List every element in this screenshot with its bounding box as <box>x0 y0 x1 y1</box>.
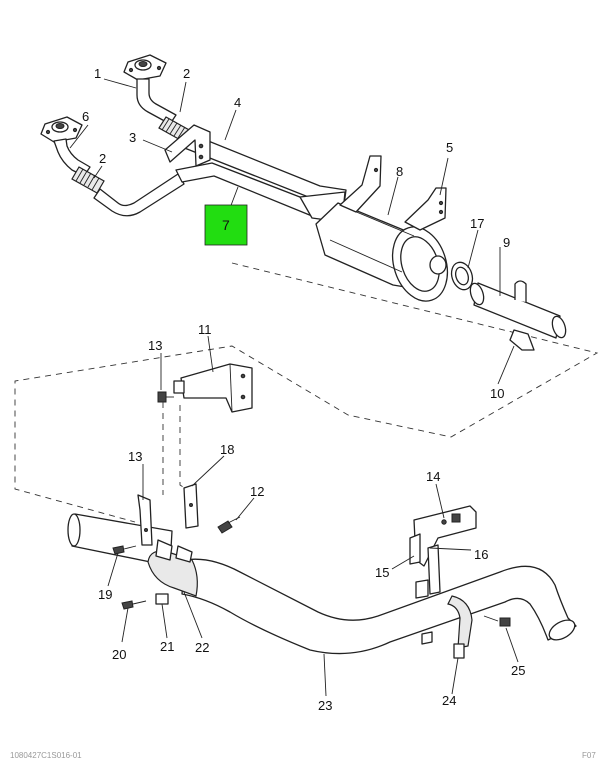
callout-12: 12 <box>250 484 264 499</box>
callout-19: 19 <box>98 587 112 602</box>
bracket-11 <box>157 363 253 413</box>
tail-pipe-9 <box>469 280 567 339</box>
muffler-brackets <box>339 155 447 231</box>
drawing-page-code: F07 <box>582 751 596 760</box>
clamp-24 <box>415 579 473 659</box>
clamp-22 <box>147 539 198 597</box>
bolt-20 <box>121 600 147 610</box>
callout-1: 1 <box>94 66 101 81</box>
callout-20: 20 <box>112 647 126 662</box>
callout-13-lower: 13 <box>128 449 142 464</box>
callout-8: 8 <box>396 164 403 179</box>
muffler-canister <box>315 202 449 302</box>
callout-25: 25 <box>511 663 525 678</box>
callout-11: 11 <box>198 322 212 337</box>
bracket-14-15-16 <box>409 505 477 595</box>
exhaust-pipe-23 <box>181 558 577 655</box>
callout-24: 24 <box>442 693 456 708</box>
hanger-10 <box>509 329 535 351</box>
callout-22: 22 <box>195 640 209 655</box>
clamp-ring-17 <box>450 261 474 291</box>
callout-2-lower: 2 <box>99 151 106 166</box>
callout-23: 23 <box>318 698 332 713</box>
callout-5: 5 <box>446 140 453 155</box>
callout-6: 6 <box>82 109 89 124</box>
callout-13-upper: 13 <box>148 338 162 353</box>
callout-21: 21 <box>160 639 174 654</box>
hanger-strap-18 <box>183 483 199 529</box>
bolt-25 <box>483 615 511 627</box>
callout-4: 4 <box>234 95 241 110</box>
callout-16: 16 <box>474 547 488 562</box>
callout-18: 18 <box>220 442 234 457</box>
highlighted-part-7-box[interactable] <box>204 204 248 246</box>
callout-7: 7 <box>222 217 230 233</box>
drawing-reference-number: 1080427C1S016-01 <box>10 751 82 760</box>
callout-numbers: 1 2 4 6 2 3 5 8 7 17 9 10 11 13 13 18 12… <box>82 66 525 713</box>
callout-3: 3 <box>129 130 136 145</box>
callout-14: 14 <box>426 469 440 484</box>
leader-lines <box>69 78 519 697</box>
callout-9: 9 <box>503 235 510 250</box>
callout-15: 15 <box>375 565 389 580</box>
bracket-3 <box>164 124 211 167</box>
clamp-21 <box>155 593 169 605</box>
callout-10: 10 <box>490 386 504 401</box>
hanger-strap-13 <box>137 494 153 546</box>
callout-17: 17 <box>470 216 484 231</box>
bolt-19 <box>112 545 137 555</box>
detail-boundary <box>14 262 599 523</box>
callout-2-upper: 2 <box>183 66 190 81</box>
